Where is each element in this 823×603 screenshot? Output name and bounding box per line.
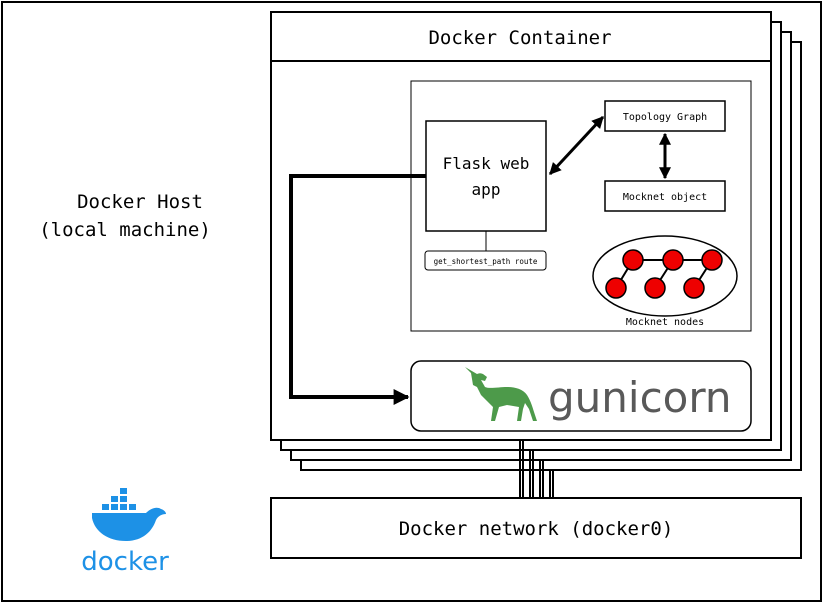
docker-network-box — [270, 497, 802, 559]
mocknet-node — [622, 249, 644, 271]
docker-wordmark: docker — [81, 547, 169, 577]
route-box — [424, 250, 547, 271]
mocknet-nodes — [605, 249, 723, 299]
mocknet-node — [683, 277, 705, 299]
mocknet-node — [644, 277, 666, 299]
container-title: Docker Container — [428, 27, 611, 49]
flask-gunicorn-connector — [289, 174, 426, 405]
mocknet-object-label: Mocknet object — [623, 192, 707, 203]
flask-app-sublabel: app — [472, 180, 501, 199]
mocknet-node — [662, 249, 684, 271]
docker-host-sublabel: (local machine) — [39, 219, 211, 241]
mocknet-node — [701, 249, 723, 271]
unicorn-icon — [465, 367, 537, 421]
flask-topology-arrow — [548, 115, 605, 176]
mocknet-object-box — [604, 180, 726, 212]
topology-graph-label: Topology Graph — [623, 112, 707, 123]
network-links — [519, 440, 554, 498]
topology-graph-box — [604, 100, 726, 132]
docker-host-label: Docker Host — [77, 191, 203, 213]
docker-network-label: Docker network (docker0) — [399, 518, 674, 540]
flask-app-box — [425, 120, 547, 232]
route-label: get_shortest_path route — [434, 257, 538, 266]
flask-app-label: Flask web — [443, 154, 530, 173]
mocknet-node — [605, 277, 627, 299]
mocknet-nodes-cluster — [592, 235, 738, 317]
docker-whale-icon — [92, 488, 166, 541]
gunicorn-wordmark: gunicorn — [548, 373, 732, 422]
mocknet-nodes-label: Mocknet nodes — [626, 317, 704, 328]
